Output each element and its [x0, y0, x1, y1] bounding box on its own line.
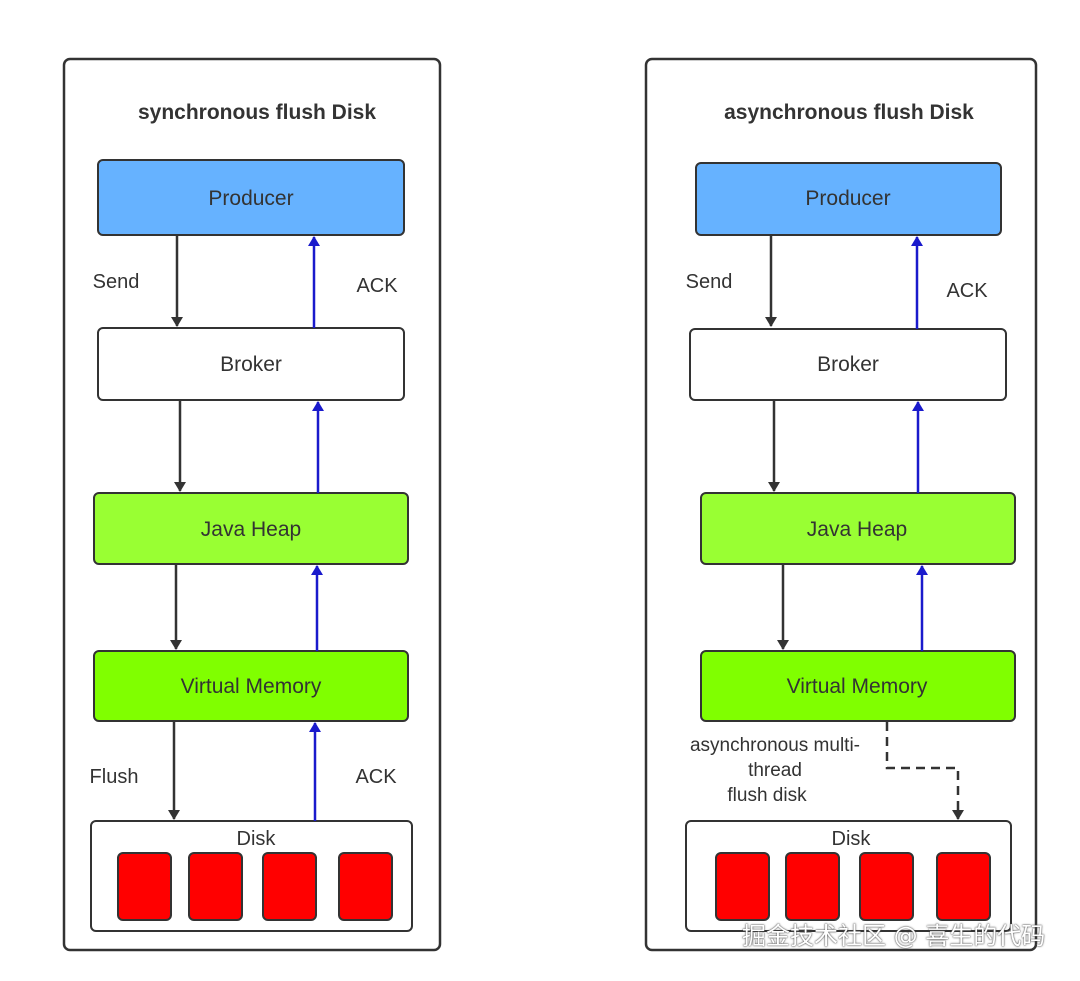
right-heap-box	[700, 492, 1016, 565]
left-ack-top-label: ACK	[356, 275, 398, 297]
right-producer-label: Producer	[805, 187, 890, 210]
left-flush-label: Flush	[90, 766, 139, 788]
watermark: 掘金技术社区 @ 喜生的代码	[742, 922, 1046, 950]
left-producer-label: Producer	[208, 187, 293, 210]
left-broker-label: Broker	[220, 353, 282, 376]
right-disk-block-4	[936, 852, 991, 921]
left-disk-block-1	[117, 852, 172, 921]
right-broker-box	[689, 328, 1007, 401]
right-disk-label: Disk	[832, 828, 872, 850]
right-vmem-label: Virtual Memory	[787, 675, 928, 698]
right-title: asynchronous flush Disk	[724, 101, 974, 124]
left-vmem-label: Virtual Memory	[181, 675, 322, 698]
left-heap-label: Java Heap	[201, 518, 301, 541]
left-vmem-box	[93, 650, 409, 722]
left-disk-block-3	[262, 852, 317, 921]
left-broker-box	[97, 327, 405, 401]
right-disk-block-1	[715, 852, 770, 921]
right-async-label-line-1: asynchronous multi-	[690, 735, 860, 756]
left-send-label: Send	[93, 271, 140, 293]
right-async-flush-arrow	[885, 722, 964, 820]
left-title: synchronous flush Disk	[138, 101, 376, 124]
right-producer-box	[695, 162, 1002, 236]
left-disk-block-4	[338, 852, 393, 921]
left-heap-box	[93, 492, 409, 565]
left-producer-box	[97, 159, 405, 236]
right-ack-top-label: ACK	[946, 280, 988, 302]
right-disk-block-2	[785, 852, 840, 921]
right-vmem-box	[700, 650, 1016, 722]
left-ack-bottom-label: ACK	[355, 766, 397, 788]
right-disk-block-3	[859, 852, 914, 921]
left-disk-label: Disk	[237, 828, 277, 850]
right-async-label-line-3: flush disk	[727, 785, 807, 806]
right-panel: asynchronous flush Disk Producer Broker …	[644, 57, 1038, 952]
right-send-label: Send	[686, 271, 733, 293]
right-heap-label: Java Heap	[807, 518, 907, 541]
left-disk-block-2	[188, 852, 243, 921]
right-broker-label: Broker	[817, 353, 879, 376]
right-async-label-line-2: thread	[748, 760, 802, 781]
left-panel: synchronous flush Disk Producer Broker J…	[62, 57, 442, 952]
